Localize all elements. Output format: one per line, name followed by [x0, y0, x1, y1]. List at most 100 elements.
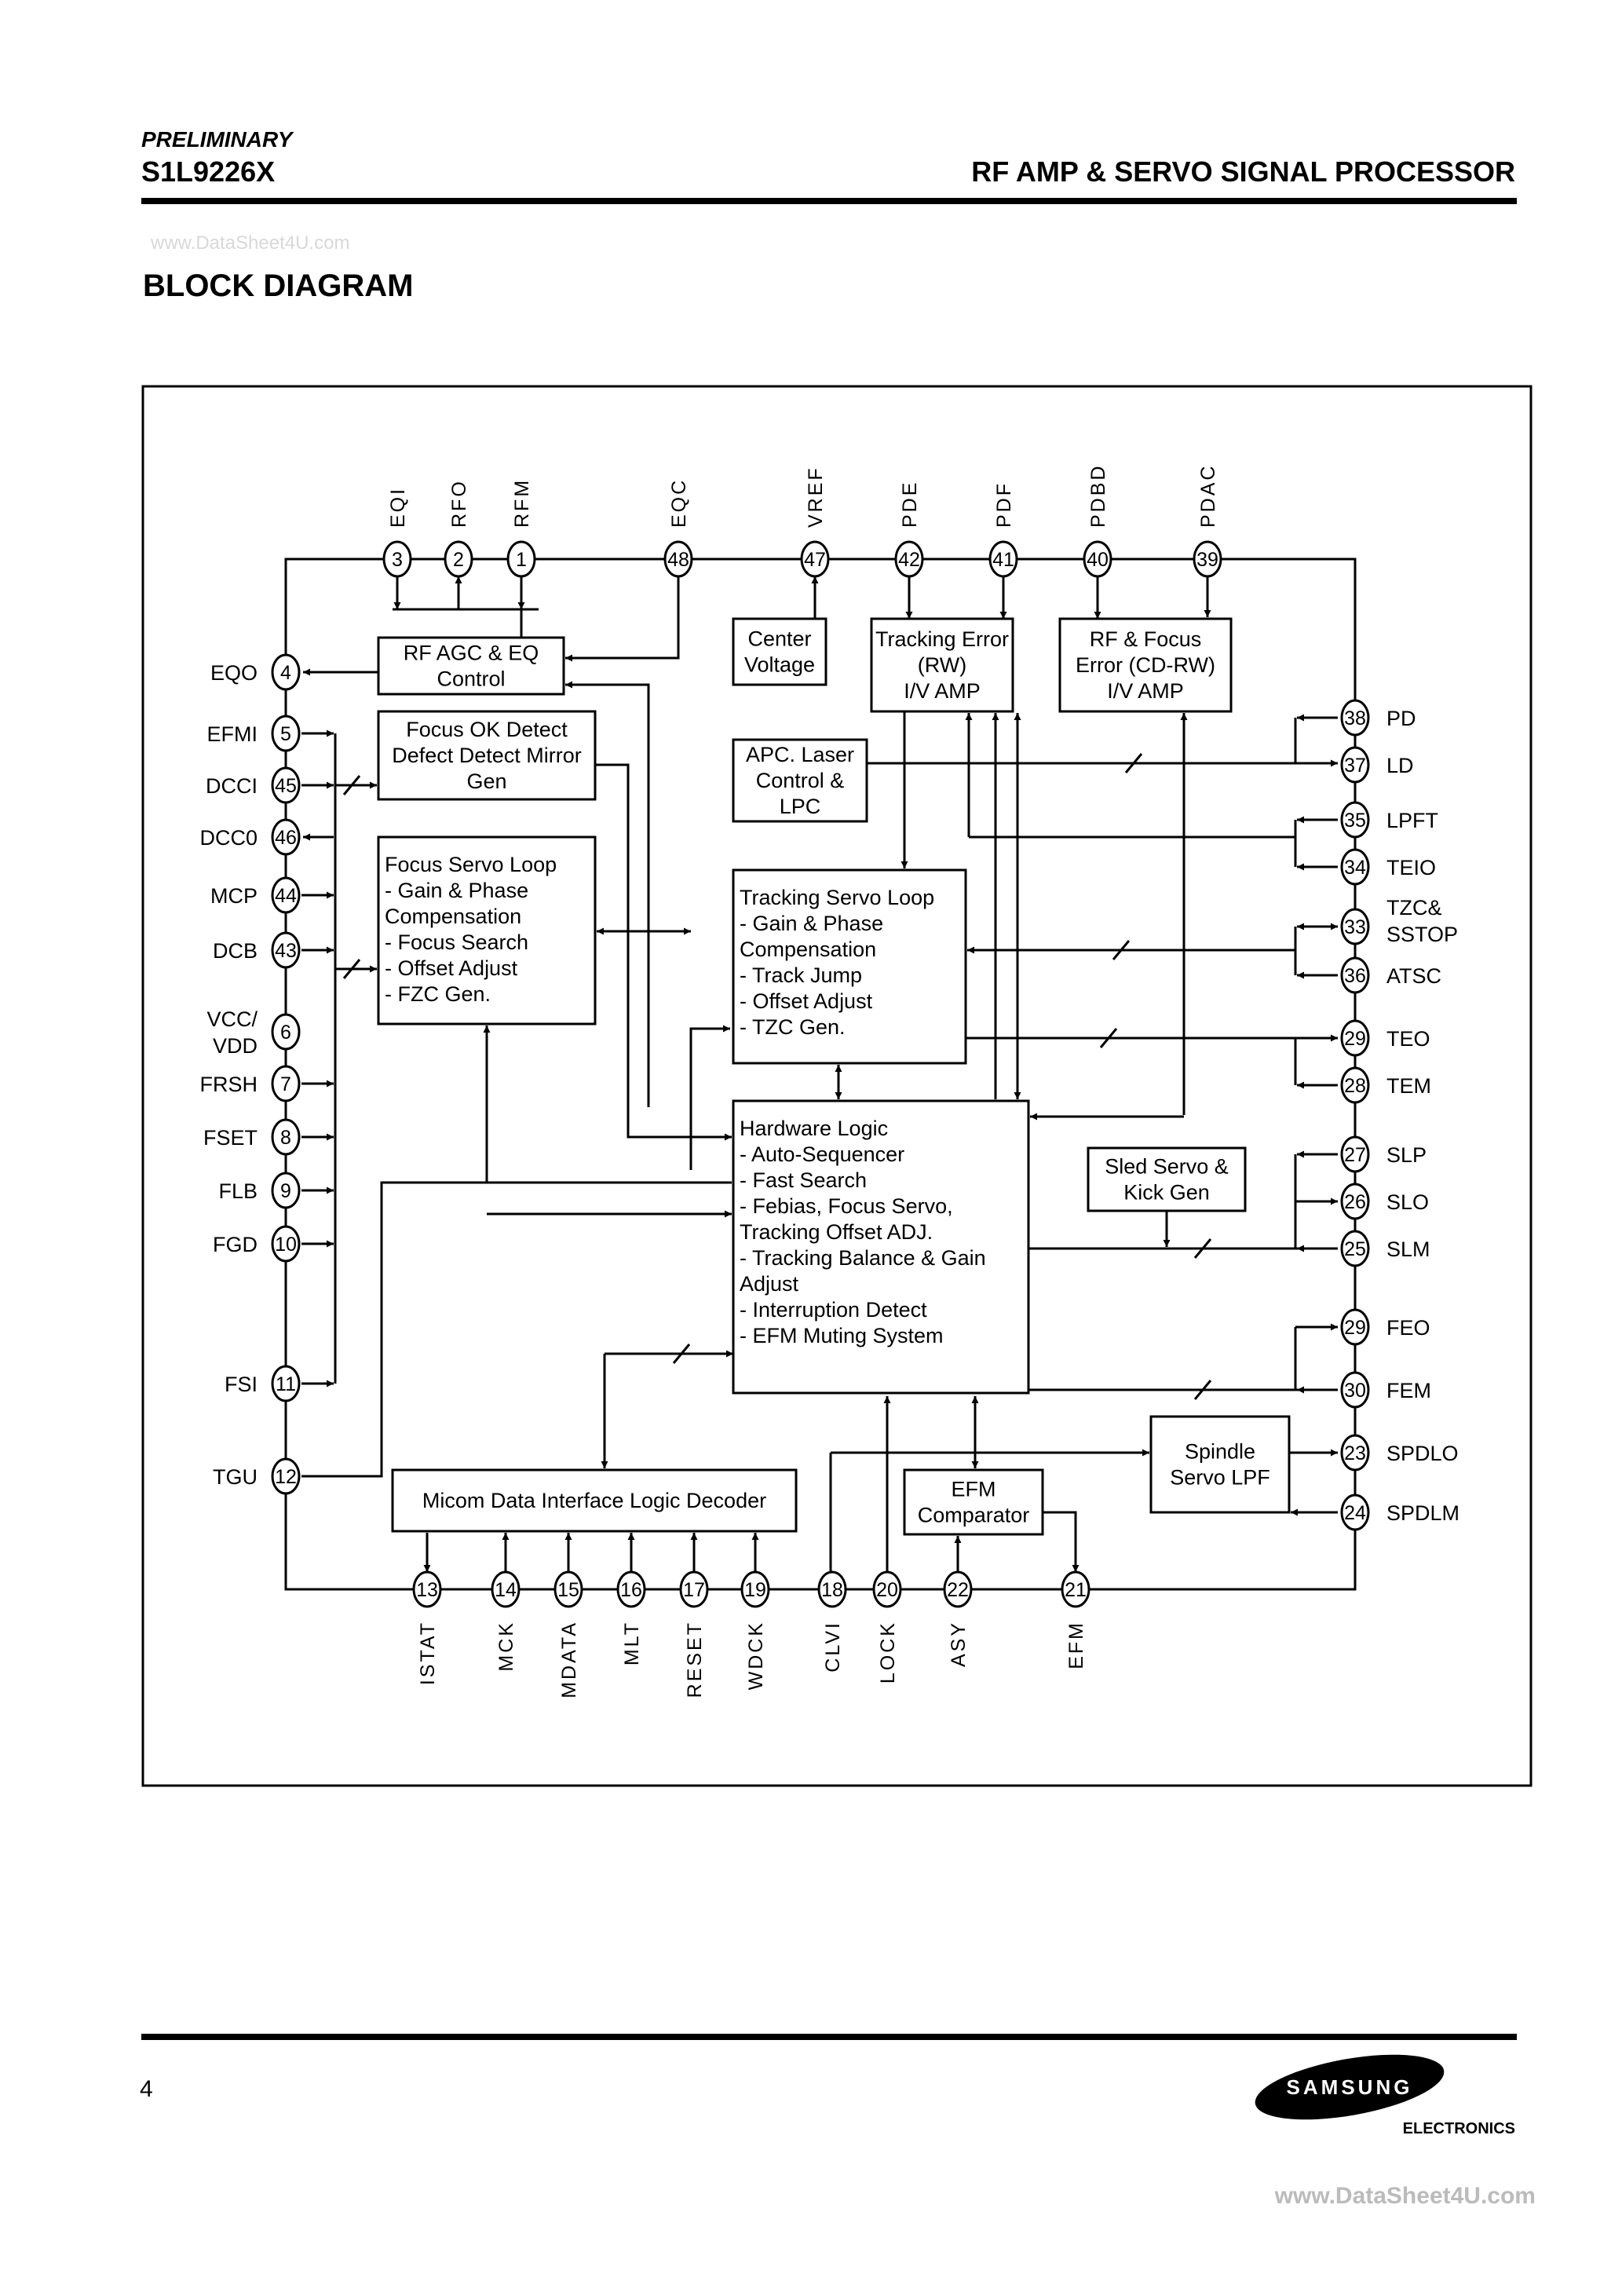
pin-circle: [271, 715, 301, 752]
pin-name: SSTOP: [1386, 923, 1458, 946]
diagram-frame: [141, 385, 1532, 1787]
watermark-top: www.DataSheet4U.com: [151, 232, 350, 254]
preliminary-label: PRELIMINARY: [141, 127, 293, 152]
pin-number: 12: [275, 1466, 297, 1488]
pin-circle: [1340, 1066, 1370, 1104]
pin-circle: [1340, 848, 1370, 886]
block-label-line: I/V AMP: [1107, 679, 1184, 703]
pin-tgu: 12 TGU: [213, 1457, 301, 1495]
document-title: RF AMP & SERVO SIGNAL PROCESSOR: [971, 155, 1515, 188]
pin-name: ATSC: [1386, 964, 1441, 988]
pin-circle: [506, 540, 536, 578]
pin-circle: [817, 1570, 847, 1608]
pin-name: SLP: [1386, 1143, 1427, 1167]
pin-name: DCCI: [206, 774, 258, 798]
pin-name: FRSH: [200, 1073, 258, 1096]
block-label-line: Focus OK Detect: [406, 718, 568, 741]
block-label-line: Sled Servo &: [1105, 1155, 1229, 1179]
pin-number: 28: [1344, 1075, 1366, 1097]
pin-circle: [271, 818, 301, 856]
pin-name: TZC&: [1386, 896, 1442, 919]
block-frame: [391, 1468, 798, 1533]
pin-circle: [679, 1570, 709, 1608]
block-label-line: Tracking Offset ADJ.: [740, 1220, 933, 1244]
pins: 3EQI2RFO1RFM48EQC47VREF42PDE41PDF40PDBD3…: [199, 464, 1459, 1698]
block-label-line: Kick Gen: [1123, 1181, 1210, 1205]
block-label-line: Servo LPF: [1170, 1466, 1270, 1490]
pin-name: SPDLM: [1386, 1501, 1459, 1525]
pin-name: TGU: [213, 1465, 258, 1489]
pin-circle: [271, 931, 301, 969]
footer-rule: [141, 2034, 1517, 2040]
signal-wires: [301, 573, 1338, 1574]
block-label-line: Compensation: [385, 905, 521, 928]
pin-name: ASY: [948, 1621, 970, 1667]
pin-circle: [1340, 1183, 1370, 1220]
pin-circle: [1340, 699, 1370, 737]
pin-circle: [271, 1365, 301, 1402]
pin-circle: [271, 1172, 301, 1209]
pin-number: 20: [876, 1579, 898, 1601]
pin-name: PDAC: [1197, 464, 1219, 528]
pin-circle: [1340, 1135, 1370, 1173]
pin-name: FLB: [218, 1179, 258, 1203]
pin-number: 48: [667, 549, 689, 571]
pin-number: 40: [1087, 549, 1109, 571]
pin-name: PDBD: [1087, 464, 1109, 528]
pin-name: TEIO: [1386, 856, 1436, 879]
pin-name: TEO: [1386, 1027, 1430, 1051]
pin-circle: [1340, 956, 1370, 994]
pin-number: 39: [1196, 549, 1218, 571]
pin-number: 2: [453, 549, 464, 571]
pin-number: 35: [1344, 810, 1366, 832]
block-label-line: - Tracking Balance & Gain: [740, 1246, 986, 1270]
block-frame: [732, 617, 827, 686]
pin-circle: [1061, 1570, 1090, 1608]
pin-number: 5: [280, 723, 291, 745]
pin-name: MDATA: [558, 1621, 580, 1698]
block-sled-servo: Sled Servo &Kick Gen: [1087, 1146, 1247, 1212]
block-frame: [732, 868, 967, 1065]
pin-circle: [894, 540, 924, 578]
block-label-line: - Fast Search: [740, 1168, 867, 1192]
pin-circle: [1340, 1493, 1370, 1531]
logo-brand: SAMSUNG: [1287, 2075, 1413, 2099]
block-label-line: - Offset Adjust: [740, 989, 873, 1013]
block-frame: [732, 738, 868, 823]
block-label-line: RF AGC & EQ: [404, 642, 539, 665]
block-label-line: - Gain & Phase: [385, 879, 528, 902]
block-label-line: Focus Servo Loop: [385, 853, 557, 876]
pin-circle: [800, 540, 830, 578]
pin-name: PDE: [899, 481, 921, 528]
block-label-line: APC. Laser: [746, 743, 854, 766]
pin-circle: [1340, 1019, 1370, 1057]
pin-circle: [988, 540, 1018, 578]
block-label-line: - Track Jump: [740, 963, 862, 987]
block-label-line: - Focus Search: [385, 930, 528, 954]
block-frame: [377, 636, 565, 696]
block-label-line: - Febias, Focus Servo,: [740, 1194, 953, 1218]
block-label-line: I/V AMP: [904, 679, 981, 703]
pin-number: 25: [1344, 1238, 1366, 1260]
pin-circle: [1083, 540, 1112, 578]
pin-name: PDF: [993, 481, 1015, 528]
block-hardware-logic: Hardware Logic- Auto-Sequencer- Fast Sea…: [732, 1099, 1030, 1395]
bus-mark: [1124, 753, 1143, 773]
pin-number: 8: [280, 1127, 291, 1149]
block-label-line: Defect Detect Mirror: [392, 744, 582, 767]
pin-circle: [1340, 1308, 1370, 1346]
